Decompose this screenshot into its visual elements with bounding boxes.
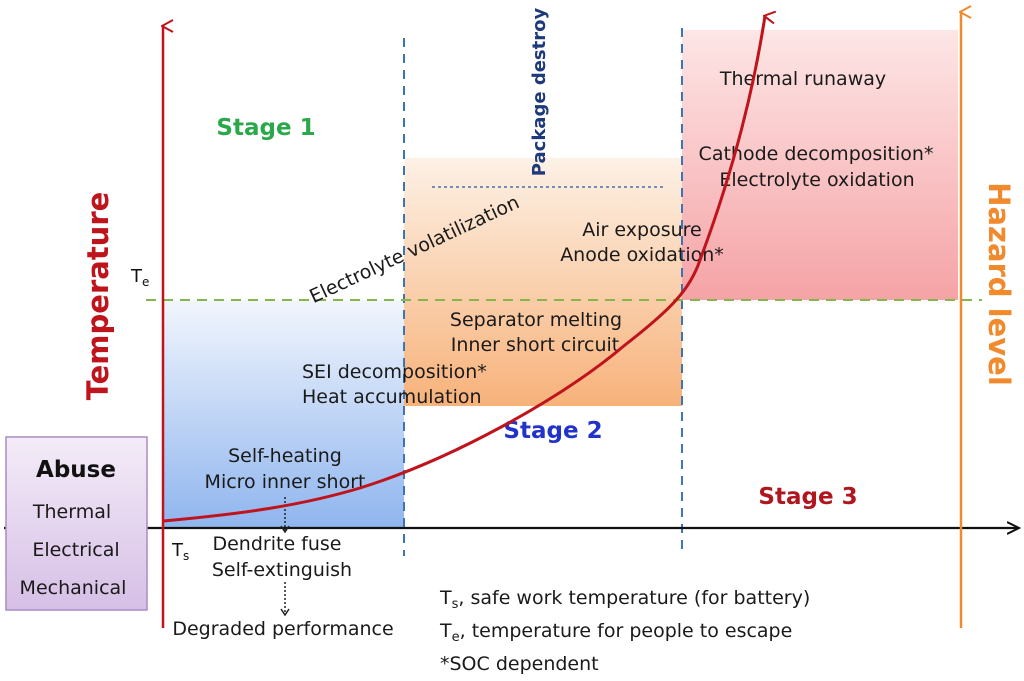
package-destroy-label: Package destroy: [529, 8, 550, 177]
self-heating-label: Self-heating: [228, 445, 342, 467]
degraded-performance-label: Degraded performance: [172, 618, 393, 640]
sei-decomposition-label: SEI decomposition*: [302, 361, 487, 383]
electrolyte-oxidation-label: Electrolyte oxidation: [719, 169, 914, 191]
dendrite-fuse-label: Dendrite fuse: [212, 533, 341, 555]
ts-note: Ts, safe work temperature (for battery): [439, 587, 810, 612]
separator-melting-label: Separator melting: [450, 309, 622, 331]
stage2-region: [404, 158, 682, 406]
abuse-item-mechanical: Mechanical: [20, 577, 127, 599]
heat-accumulation-label: Heat accumulation: [302, 386, 482, 408]
anode-oxidation-label: Anode oxidation*: [560, 244, 724, 266]
abuse-title: Abuse: [36, 457, 116, 483]
abuse-item-thermal: Thermal: [32, 501, 111, 523]
stage3-region: [682, 30, 958, 300]
temperature-axis-title: Temperature: [81, 192, 115, 401]
air-exposure-label: Air exposure: [582, 219, 701, 241]
ts-marker: Ts: [171, 540, 189, 563]
stage3-title: Stage 3: [758, 484, 857, 510]
inner-short-circuit-label: Inner short circuit: [451, 334, 619, 356]
soc-note: *SOC dependent: [440, 653, 599, 675]
te-marker: Te: [130, 266, 149, 289]
te-note: Te, temperature for people to escape: [439, 620, 792, 645]
temperature-curve: [162, 16, 765, 523]
cathode-decomposition-label: Cathode decomposition*: [699, 143, 934, 165]
hazard-axis-title: Hazard level: [982, 182, 1016, 386]
stage1-title: Stage 1: [216, 115, 315, 141]
thermal-runaway-label: Thermal runaway: [719, 68, 886, 90]
micro-inner-short-label: Micro inner short: [205, 471, 366, 493]
stage1-region: [164, 300, 404, 528]
self-extinguish-label: Self-extinguish: [212, 559, 352, 581]
abuse-item-electrical: Electrical: [32, 539, 119, 561]
stage2-title: Stage 2: [503, 418, 602, 444]
abuse-box: [5, 436, 148, 611]
